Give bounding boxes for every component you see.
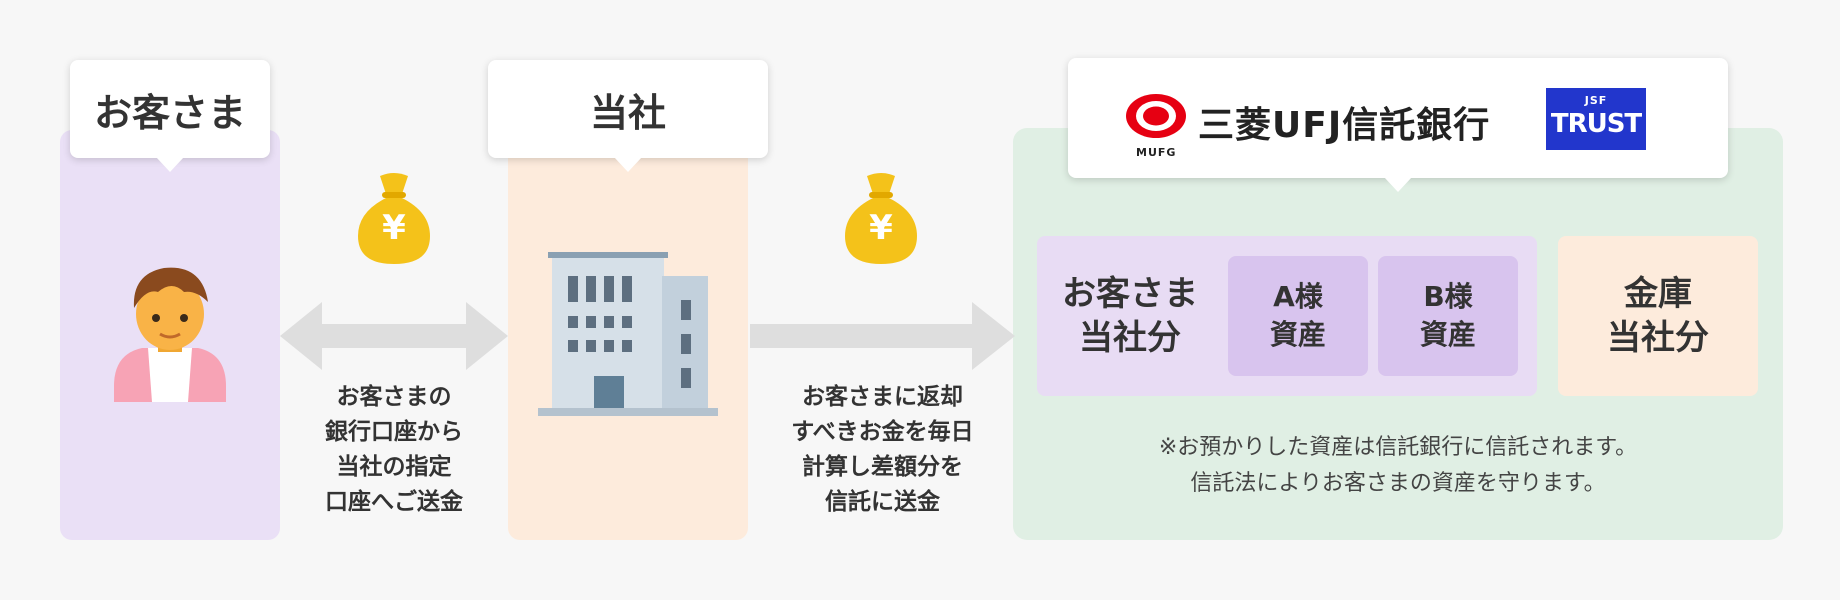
customer-share-line: お客さま [1062,274,1198,314]
jsf-trust-logo: JSF TRUST [1546,88,1646,150]
trust-note-line: 信託法によりお客さまの資産を守ります。 [1190,471,1606,496]
vault-label: 金庫 当社分 [1558,236,1758,396]
flow1-line: お客さまの [336,384,452,410]
mufg-logo-icon [1126,94,1186,138]
asset-a-line: 資産 [1269,318,1326,351]
flow1-line: 当社の指定 [336,454,452,480]
trust-note-line: ※お預かりした資産は信託銀行に信託されます。 [1158,435,1638,460]
flow1-line: 銀行口座から [325,419,463,445]
asset-b-box: B様 資産 [1378,256,1518,376]
asset-b-line: B様 [1423,280,1473,313]
asset-a-line: A様 [1273,280,1323,313]
customer-share-label: お客さま 当社分 [1040,236,1220,396]
person-icon [114,267,226,402]
flow2-line: すべきお金を毎日 [791,419,974,445]
flow-company-to-trust-text: お客さまに返却 すべきお金を毎日 計算し差額分を 信託に送金 [755,380,1010,520]
jsf-logo-small: JSF [1584,94,1608,107]
flow2-line: 計算し差額分を [802,454,963,480]
jsf-logo-big: TRUST [1550,109,1642,139]
right-arrow-icon [750,302,1015,370]
yen-symbol-1: ¥ [382,208,406,248]
money-bag-icon-1 [358,173,430,264]
customer-title: お客さま [93,90,246,135]
double-arrow-icon [280,302,508,370]
asset-b-line: 資産 [1419,318,1476,351]
company-title: 当社 [589,90,666,135]
vault-box [1558,236,1758,396]
vault-line: 金庫 [1624,274,1692,314]
flow-customer-to-company-text: お客さまの 銀行口座から 当社の指定 口座へご送金 [280,380,508,520]
asset-a-box: A様 資産 [1228,256,1368,376]
customer-share-line: 当社分 [1079,318,1181,358]
money-bag-icon-2 [845,173,917,264]
flow2-line: お客さまに返却 [802,384,963,410]
vault-line: 当社分 [1607,318,1709,358]
flow2-line: 信託に送金 [825,489,940,515]
trust-bank-name: 三菱UFJ信託銀行 [1198,105,1491,146]
customer-header: お客さま [70,60,270,172]
trust-note: ※お預かりした資産は信託銀行に信託されます。 信託法によりお客さまの資産を守りま… [1013,430,1783,502]
flow1-line: 口座へご送金 [325,489,463,515]
company-header: 当社 [488,60,768,172]
building-icon [538,252,718,416]
mufg-logo-text: MUFG [1136,146,1177,159]
yen-symbol-2: ¥ [869,208,893,248]
trust-bank-header: MUFG 三菱UFJ信託銀行 JSF TRUST [1068,58,1728,192]
